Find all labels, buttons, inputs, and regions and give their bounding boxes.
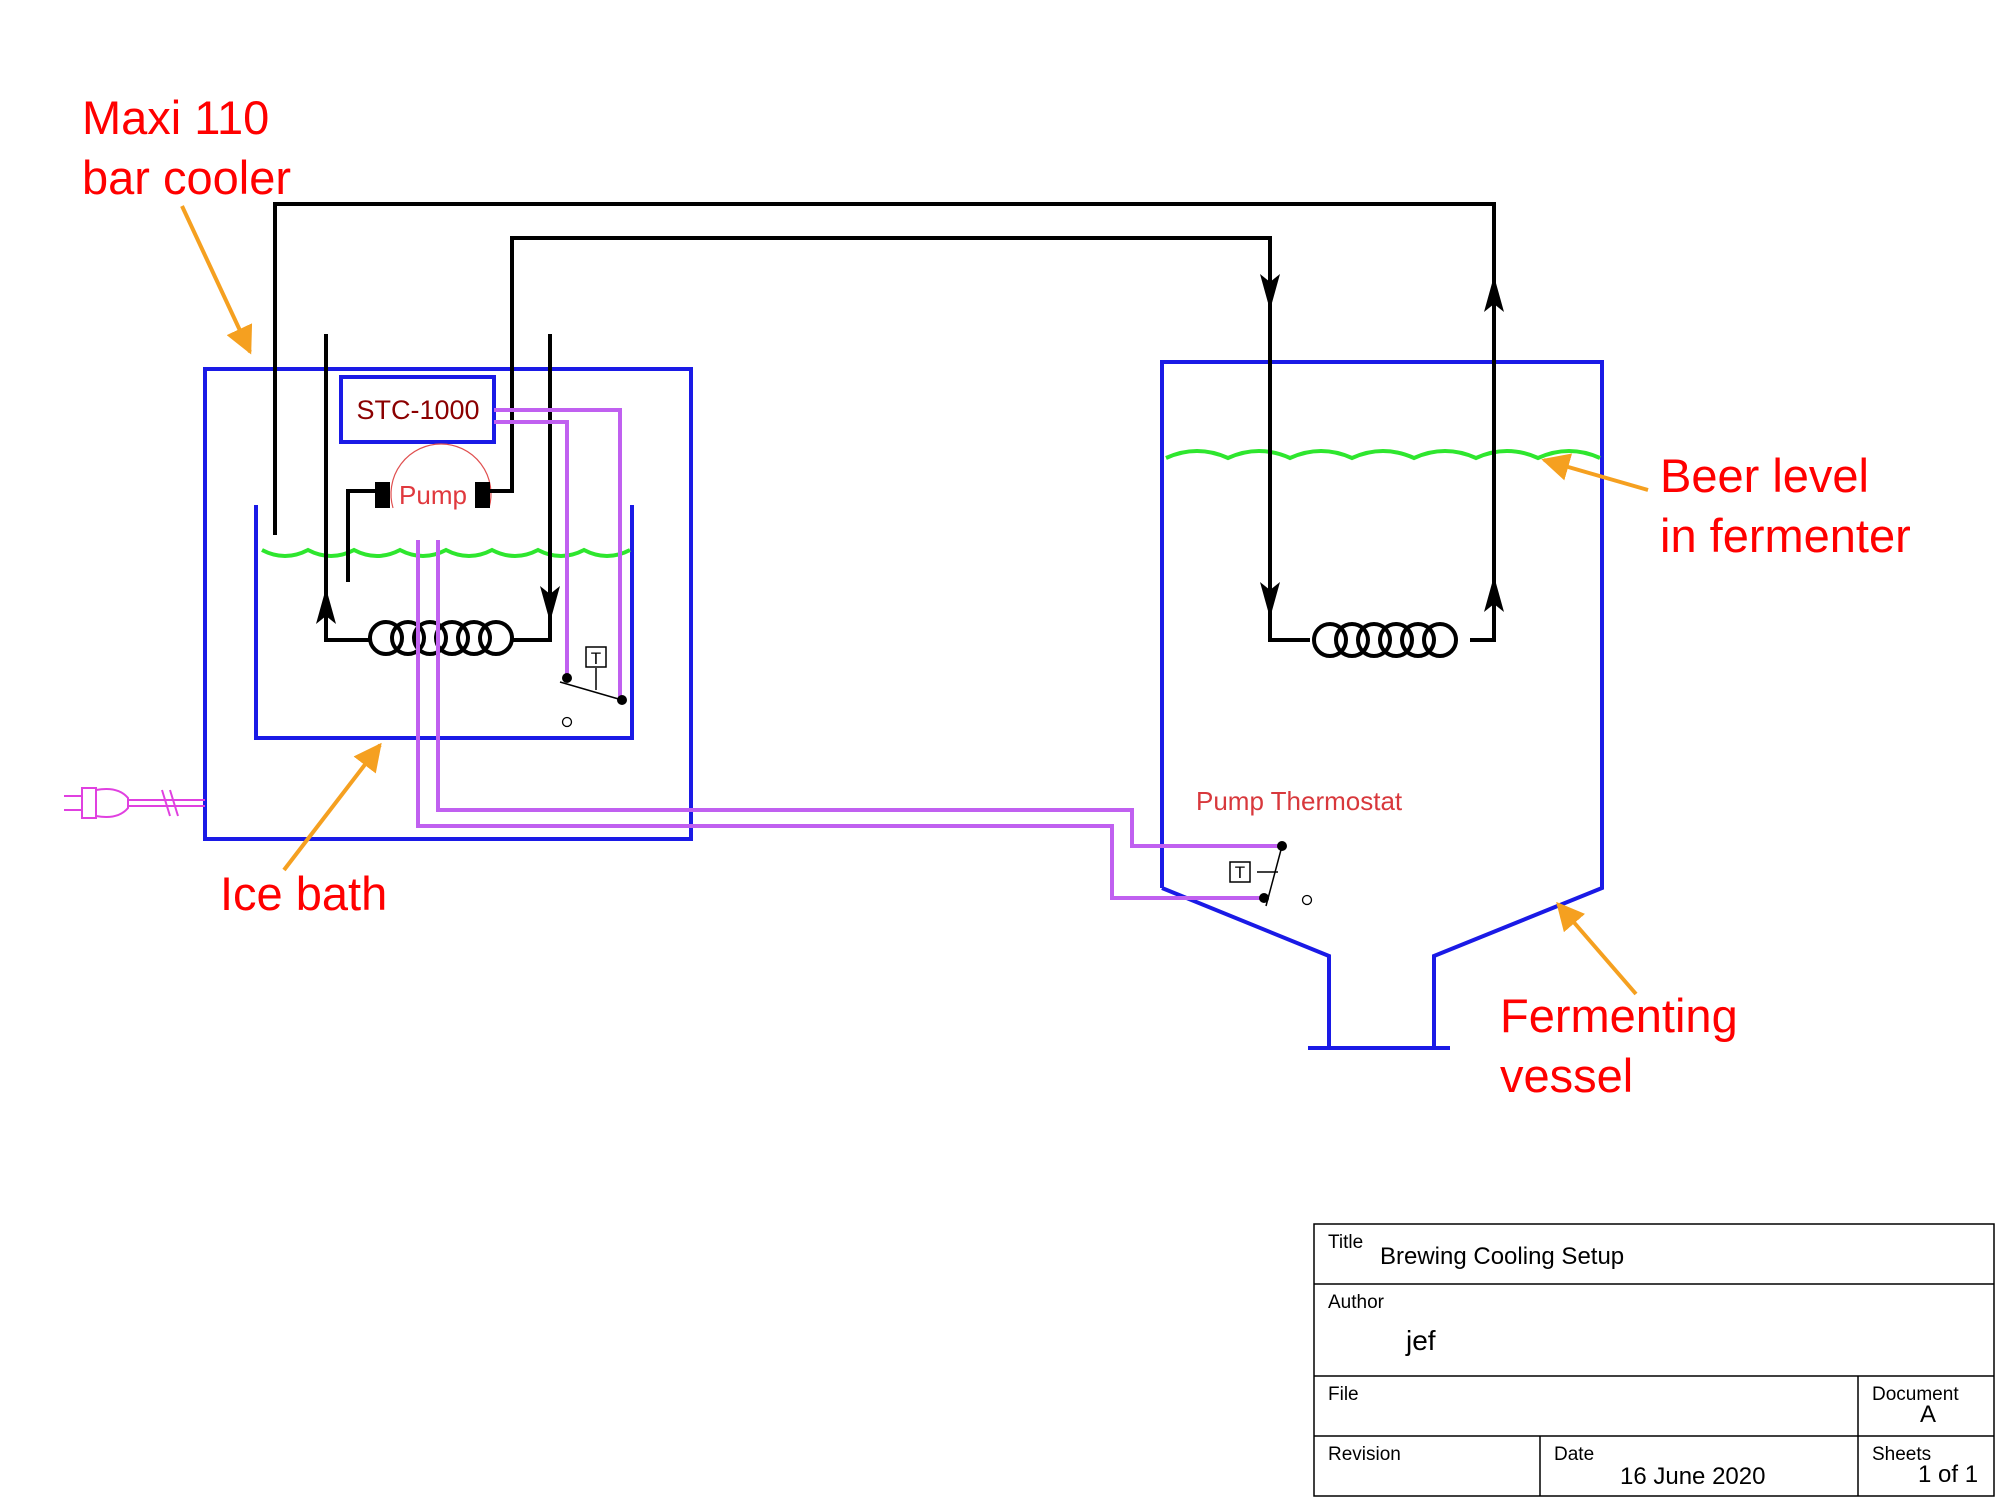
fermenting-vessel-label-line1: Fermenting — [1500, 989, 1738, 1042]
ice-bath-label: Ice bath — [220, 867, 387, 920]
author-value: jef — [1405, 1325, 1436, 1356]
bar-cooler-outline — [203, 367, 693, 841]
coolant-loop-inner — [490, 236, 1310, 642]
bar-cooler-label-line2: bar cooler — [82, 151, 291, 204]
ice-bath-cooling-coil — [368, 620, 514, 656]
title-value: Brewing Cooling Setup — [1380, 1243, 1624, 1270]
ice-bath-coil-piping — [324, 334, 552, 642]
author-caption: Author — [1328, 1292, 1385, 1313]
ice-bath-callout: Ice bath — [220, 742, 387, 920]
beer-level-label-line1: Beer level — [1660, 449, 1869, 502]
fermenter-cooling-coil — [1312, 622, 1458, 658]
fermenting-vessel-callout: Fermenting vessel — [1500, 901, 1738, 1102]
document-value: A — [1920, 1401, 1936, 1428]
sheets-value: 1 of 1 — [1918, 1461, 1978, 1488]
document-caption: Document — [1872, 1384, 1959, 1405]
bar-cooler-label-line1: Maxi 110 — [82, 91, 269, 144]
stc-1000-controller: STC-1000 — [339, 375, 496, 444]
pump-thermostat-symbol: T — [1235, 863, 1245, 882]
title-caption: Title — [1328, 1232, 1363, 1253]
file-caption: File — [1328, 1384, 1359, 1405]
title-block: Title Brewing Cooling Setup Author jef F… — [1313, 1223, 1995, 1497]
coolant-loop-outer — [273, 202, 1496, 642]
beer-level-callout: Beer level in fermenter — [1541, 449, 1911, 562]
beer-level-label-line2: in fermenter — [1660, 509, 1911, 562]
pump-thermostat-switch: T — [1229, 841, 1313, 907]
power-plug-icon — [64, 787, 205, 819]
fermenting-vessel-label-line2: vessel — [1500, 1049, 1633, 1102]
ice-bath-tank — [254, 505, 634, 740]
bar-cooler-callout: Maxi 110 bar cooler — [82, 91, 291, 355]
ice-bath-liquid-level — [261, 547, 631, 558]
ice-bath-thermostat-symbol: T — [591, 649, 601, 668]
pump-to-thermostat-wiring — [416, 540, 1282, 900]
stc-1000-label: STC-1000 — [356, 395, 479, 425]
controller-wiring — [494, 408, 622, 700]
sheets-caption: Sheets — [1872, 1444, 1931, 1465]
pump: Pump — [375, 443, 492, 510]
flow-direction-arrows — [316, 274, 1504, 624]
revision-caption: Revision — [1328, 1444, 1401, 1465]
pump-label: Pump — [399, 480, 467, 510]
date-value: 16 June 2020 — [1620, 1463, 1765, 1490]
date-caption: Date — [1554, 1444, 1594, 1465]
beer-liquid-level — [1165, 449, 1601, 461]
pump-thermostat-label: Pump Thermostat — [1196, 786, 1403, 816]
ice-bath-thermostat-switch: T — [559, 646, 627, 728]
fermenting-vessel-outline — [1160, 360, 1604, 1048]
